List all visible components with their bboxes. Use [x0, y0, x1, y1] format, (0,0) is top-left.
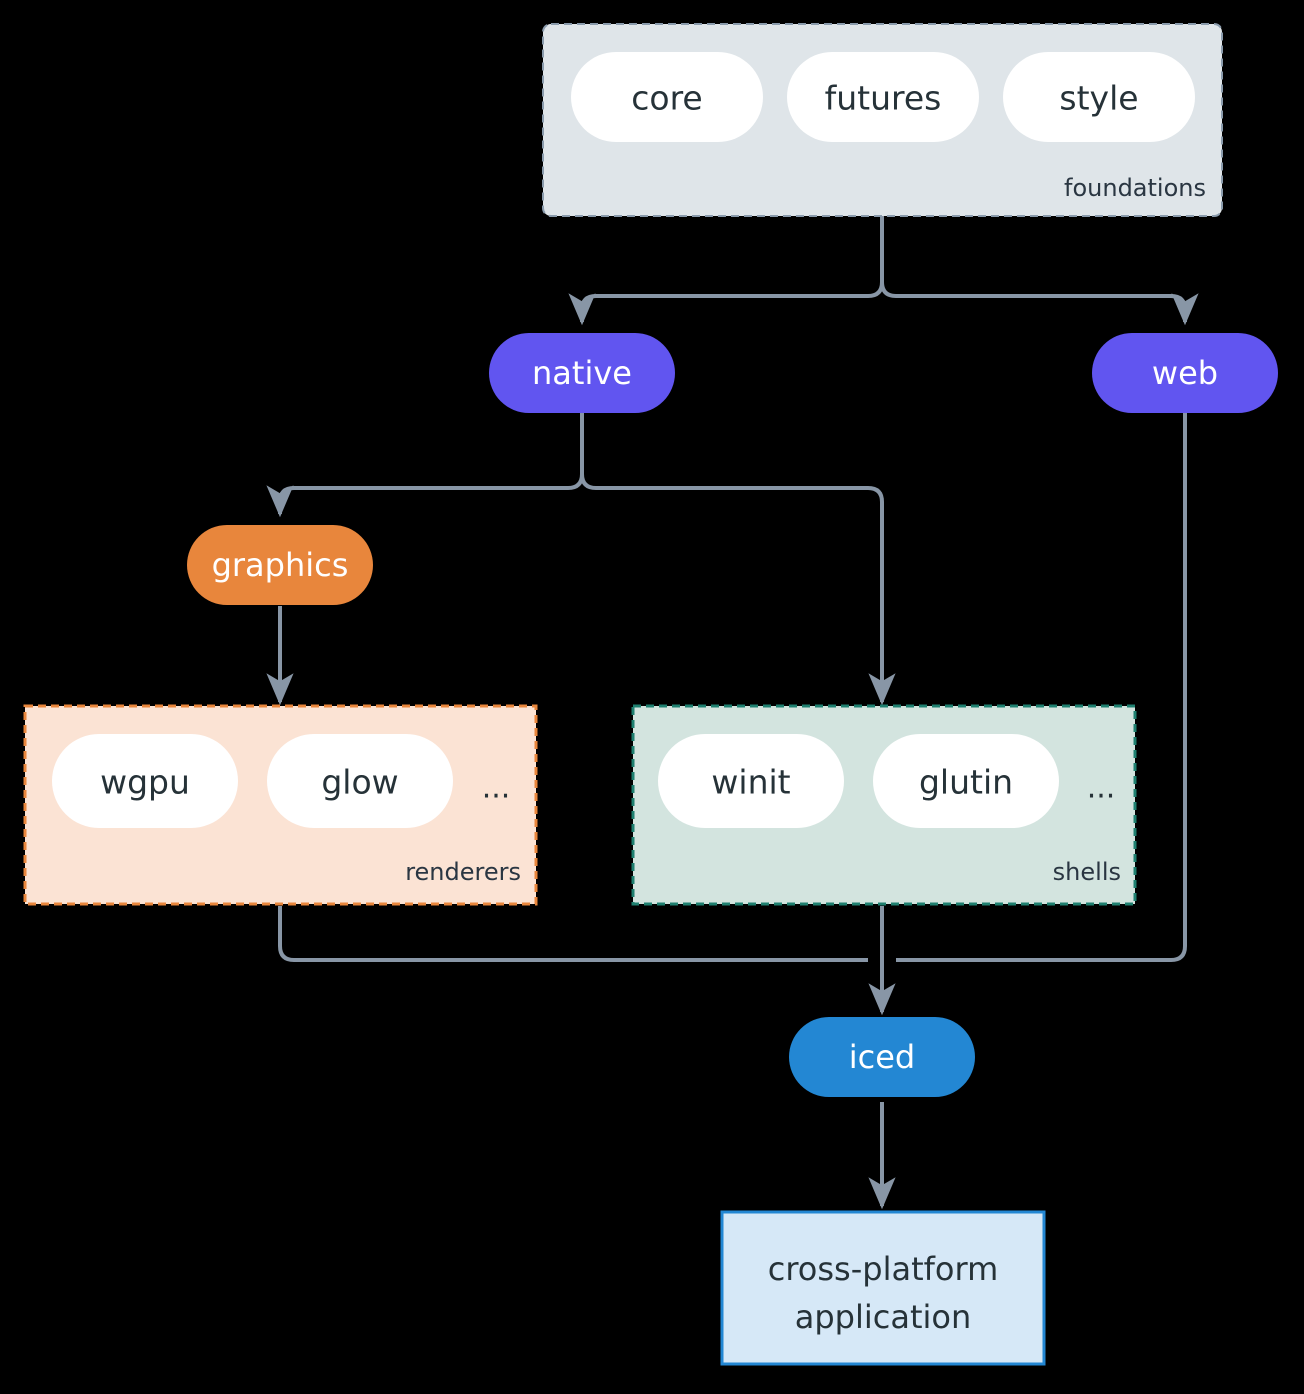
- node-web-label: web: [1152, 354, 1218, 392]
- cluster-renderers: wgpu glow ... renderers: [23, 704, 538, 906]
- node-core-label: core: [631, 79, 702, 118]
- renderers-ellipsis: ...: [482, 771, 511, 806]
- edge-foundations-native: [568, 216, 884, 326]
- node-glutin[interactable]: glutin: [873, 734, 1059, 828]
- node-graphics-shape[interactable]: [187, 525, 373, 605]
- node-glow[interactable]: glow: [267, 734, 453, 828]
- node-wgpu-shape[interactable]: [52, 734, 238, 828]
- cluster-shells: winit glutin ... shells: [631, 704, 1137, 906]
- node-style-shape[interactable]: [1003, 52, 1195, 142]
- edge-web-iced: [896, 412, 1187, 962]
- node-app-label-line2: application: [795, 1298, 972, 1336]
- node-futures-shape[interactable]: [787, 52, 979, 142]
- node-winit-shape[interactable]: [658, 734, 844, 828]
- node-core-shape[interactable]: [571, 52, 763, 142]
- node-cross-platform-application[interactable]: cross-platform application: [720, 1210, 1046, 1366]
- node-iced[interactable]: iced: [789, 1017, 975, 1097]
- cluster-renderers-title: renderers: [405, 858, 521, 886]
- node-graphics[interactable]: graphics: [187, 525, 373, 605]
- node-winit-label: winit: [711, 763, 790, 802]
- node-futures[interactable]: futures: [787, 52, 979, 142]
- edge-native-graphics: [266, 412, 584, 518]
- node-futures-label: futures: [825, 79, 942, 118]
- edge-native-shells: [580, 412, 896, 706]
- node-web-shape[interactable]: [1092, 333, 1278, 413]
- edge-renderers-iced: [278, 906, 868, 962]
- node-glutin-shape[interactable]: [873, 734, 1059, 828]
- node-glow-label: glow: [321, 763, 398, 802]
- shells-ellipsis: ...: [1087, 771, 1116, 806]
- node-iced-label: iced: [849, 1038, 915, 1076]
- node-winit[interactable]: winit: [658, 734, 844, 828]
- node-glow-shape[interactable]: [267, 734, 453, 828]
- node-glutin-label: glutin: [919, 763, 1013, 802]
- node-app-label-line1: cross-platform: [768, 1250, 998, 1288]
- cluster-shells-title: shells: [1053, 858, 1121, 886]
- node-style[interactable]: style: [1003, 52, 1195, 142]
- node-web[interactable]: web: [1092, 333, 1278, 413]
- node-style-label: style: [1059, 79, 1138, 118]
- node-native-shape[interactable]: [489, 333, 675, 413]
- node-core[interactable]: core: [571, 52, 763, 142]
- node-wgpu-label: wgpu: [100, 763, 190, 802]
- node-graphics-label: graphics: [212, 546, 349, 584]
- node-iced-shape[interactable]: [789, 1017, 975, 1097]
- node-native[interactable]: native: [489, 333, 675, 413]
- edge-layer: [266, 216, 1199, 1210]
- node-wgpu[interactable]: wgpu: [52, 734, 238, 828]
- node-app-shape[interactable]: [720, 1210, 1046, 1366]
- cluster-foundations-title: foundations: [1064, 174, 1206, 202]
- node-native-label: native: [532, 354, 632, 392]
- cluster-foundations: core futures style foundations: [542, 23, 1223, 217]
- edge-foundations-web: [880, 216, 1199, 326]
